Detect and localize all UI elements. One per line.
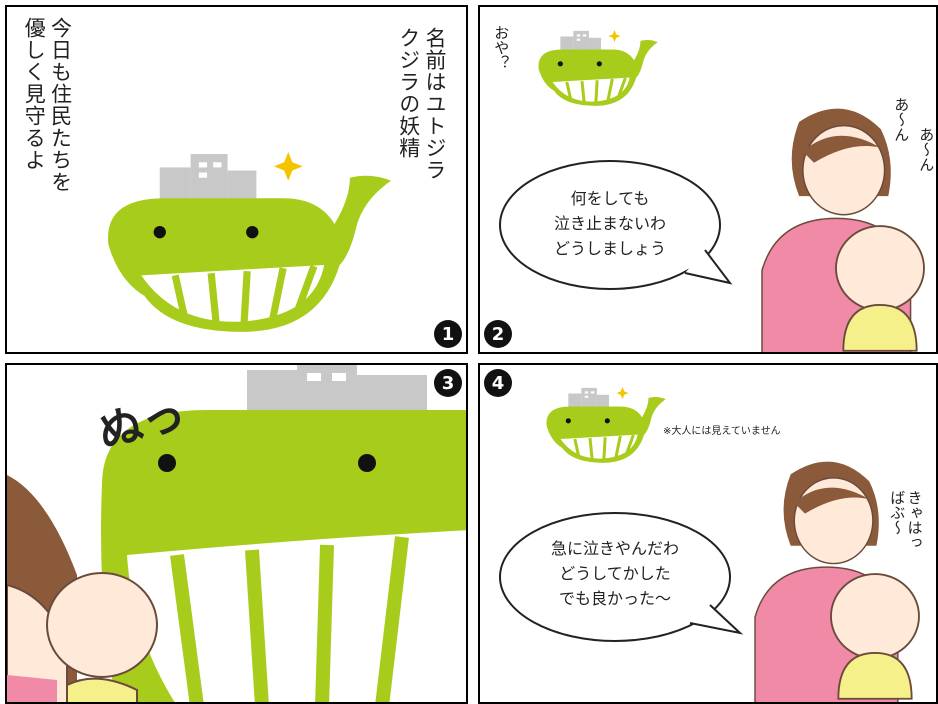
baby-cry-1: あ〜ん	[892, 97, 911, 142]
whale-exclaim: おや？	[492, 25, 511, 70]
closeup-whale-illustration	[101, 365, 466, 702]
speech-bubble	[499, 160, 733, 290]
narration-right: 名前はユトジラ クジラの妖精	[396, 27, 447, 181]
narration-left: 今日も住民たちを 優しく見守るよ	[22, 17, 73, 193]
whale-illustration	[87, 152, 397, 337]
panel-1: 名前はユトジラ クジラの妖精 今日も住民たちを 優しく見守るよ 1	[5, 5, 468, 354]
baby-sound: きゃはっ ばぶ〜	[888, 490, 924, 550]
happy-baby-illustration	[830, 573, 920, 700]
panel-number-4: 4	[484, 369, 512, 397]
mother-and-baby-illustration	[7, 475, 158, 702]
speech-text: 急に泣きやんだわ どうしてかした でも良かった〜	[550, 539, 679, 608]
small-whale-illustration	[544, 387, 668, 465]
panel-number-2: 2	[484, 320, 512, 348]
panel-number-1: 1	[434, 320, 462, 348]
baby-cry-2: あ〜ん	[917, 127, 936, 172]
panel-2: 2 おや？ 何をしても 泣き止まないわ どうしましょう あ〜ん あ〜ん	[478, 5, 938, 354]
small-whale-illustration	[536, 29, 660, 108]
panel-3: ぬっ 3	[5, 363, 468, 704]
speech-bubble	[499, 512, 744, 642]
speech-text: 何をしても 泣き止まないわ どうしましょう	[553, 189, 666, 258]
panel-4: 4 ※大人には見えていません 急に泣きやんだわ どうしてかした でも良かった〜 …	[478, 363, 938, 704]
invisible-note: ※大人には見えていません	[663, 426, 781, 437]
panel-number-3: 3	[434, 369, 462, 397]
crying-baby-illustration	[835, 225, 925, 352]
